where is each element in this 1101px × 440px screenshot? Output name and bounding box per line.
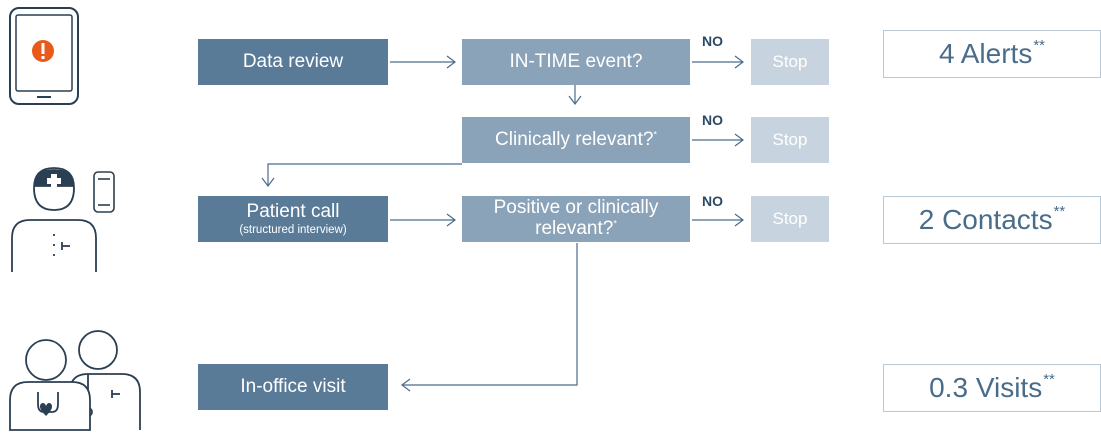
patient-call-box: Patient call (structured interview): [198, 196, 388, 242]
no-label-3: NO: [702, 193, 723, 209]
result-alerts: 4 Alerts**: [883, 30, 1101, 78]
stop-label-3: Stop: [772, 208, 808, 228]
doctor-and-patient-icon: [9, 330, 141, 431]
result-contacts-text: 2 Contacts: [918, 204, 1053, 235]
stop-box-3: Stop: [751, 196, 829, 242]
result-alerts-text: 4 Alerts: [938, 38, 1033, 69]
phone-icon: [93, 171, 115, 213]
in-office-visit-label: In-office visit: [240, 375, 346, 397]
stop-box-2: Stop: [751, 117, 829, 163]
no-label-2: NO: [702, 112, 723, 128]
clinically-relevant-box: Clinically relevant?*: [462, 117, 690, 163]
result-visits-mark: **: [1043, 370, 1055, 388]
in-office-visit-box: In-office visit: [198, 364, 388, 410]
result-alerts-mark: **: [1033, 36, 1046, 54]
intime-event-label: IN-TIME event?: [509, 50, 643, 72]
intime-event-box: IN-TIME event?: [462, 39, 690, 85]
positive-relevant-box: Positive or clinically relevant?*: [462, 196, 690, 242]
data-review-box: Data review: [198, 39, 388, 85]
result-contacts: 2 Contacts**: [883, 196, 1101, 244]
positive-relevant-line1: Positive or clinically: [493, 197, 659, 219]
footnote-mark-2: *: [613, 218, 617, 229]
arrow-positive-to-visit: [402, 243, 578, 386]
stop-label-1: Stop: [772, 51, 808, 71]
result-visits: 0.3 Visits**: [883, 364, 1101, 412]
footnote-mark-1: *: [653, 129, 657, 140]
arrow-relevant-to-call: [267, 163, 462, 186]
stop-label-2: Stop: [772, 129, 808, 149]
data-review-label: Data review: [242, 50, 344, 72]
result-visits-text: 0.3 Visits: [929, 372, 1043, 403]
result-contacts-mark: **: [1053, 202, 1066, 220]
positive-relevant-line2: relevant?: [535, 218, 614, 239]
stop-box-1: Stop: [751, 39, 829, 85]
clinically-relevant-label: Clinically relevant?: [495, 128, 654, 150]
no-label-1: NO: [702, 33, 723, 49]
patient-call-sublabel: (structured interview): [239, 223, 347, 236]
tablet-alert-icon: [9, 7, 79, 105]
patient-call-label: Patient call: [246, 200, 340, 222]
